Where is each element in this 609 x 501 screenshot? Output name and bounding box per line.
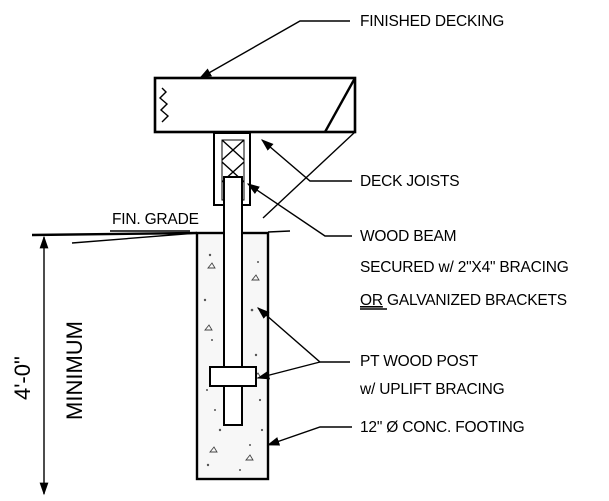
label-or: OR [360,292,383,309]
label-pt-wood-post: PT WOOD POST [360,353,479,370]
label-galvanized-brackets: OR GALVANIZED BRACKETS [360,292,567,309]
leader-lines [110,20,356,446]
pt-wood-post [209,176,257,426]
label-fin-grade: FIN. GRADE [112,211,199,228]
finished-decking [153,76,357,134]
label-deck-joists: DECK JOISTS [360,173,459,190]
label-wood-beam: WOOD BEAM [360,228,456,245]
finish-grade-line [31,230,291,244]
dimension-qualifier: MINIMUM [62,321,87,420]
label-uplift-bracing: w/ UPLIFT BRACING [359,381,504,398]
label-galvanized: GALVANIZED BRACKETS [383,292,567,309]
label-conc-footing: 12" Ø CONC. FOOTING [360,419,524,436]
dimension-value: 4'-0" [10,356,35,400]
label-secured-bracing: SECURED w/ 2"X4" BRACING [360,259,569,276]
label-finished-decking: FINISHED DECKING [360,13,504,30]
